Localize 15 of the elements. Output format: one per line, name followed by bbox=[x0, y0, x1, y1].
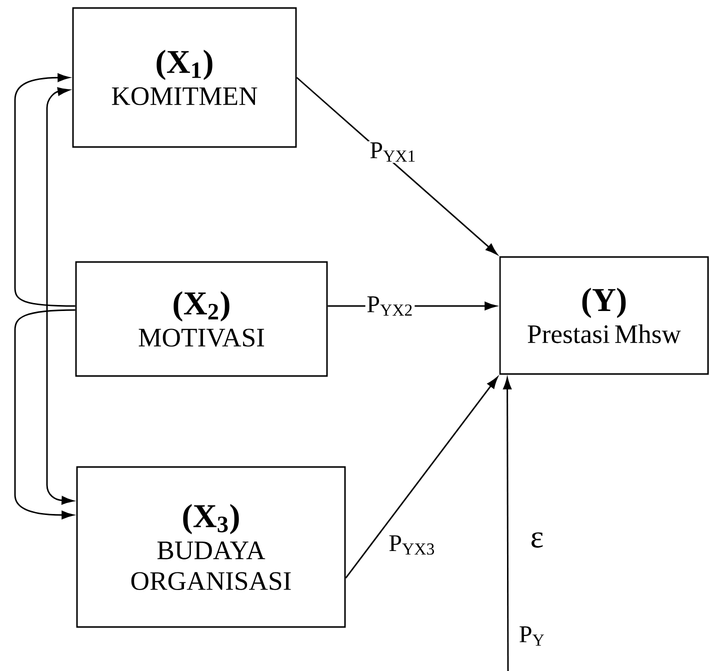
variable-box: (X$_{3}$) BUDAYA ORGANISASI bbox=[76, 466, 346, 628]
arrow bbox=[345, 376, 498, 578]
curved-arrow bbox=[46, 87, 74, 505]
arrow bbox=[503, 378, 512, 671]
variable-box: (X$_{2}$) MOTIVASI bbox=[75, 261, 328, 377]
edge-label: P$_{YX1}$ bbox=[368, 141, 418, 163]
curved-arrow bbox=[14, 73, 76, 307]
edge-label: P$_{YX3}$ bbox=[387, 534, 437, 556]
variable-box: (X$_{1}$) KOMITMEN bbox=[72, 7, 297, 148]
arrow bbox=[296, 76, 498, 255]
edge-label: P$_{Y}$ bbox=[518, 625, 546, 647]
curved-arrow bbox=[14, 309, 76, 520]
edge-label: P$_{YX2}$ bbox=[365, 295, 415, 317]
epsilon-symbol: ε bbox=[532, 532, 543, 548]
variable-box: (Y) Prestasi Mhsw bbox=[499, 256, 709, 375]
